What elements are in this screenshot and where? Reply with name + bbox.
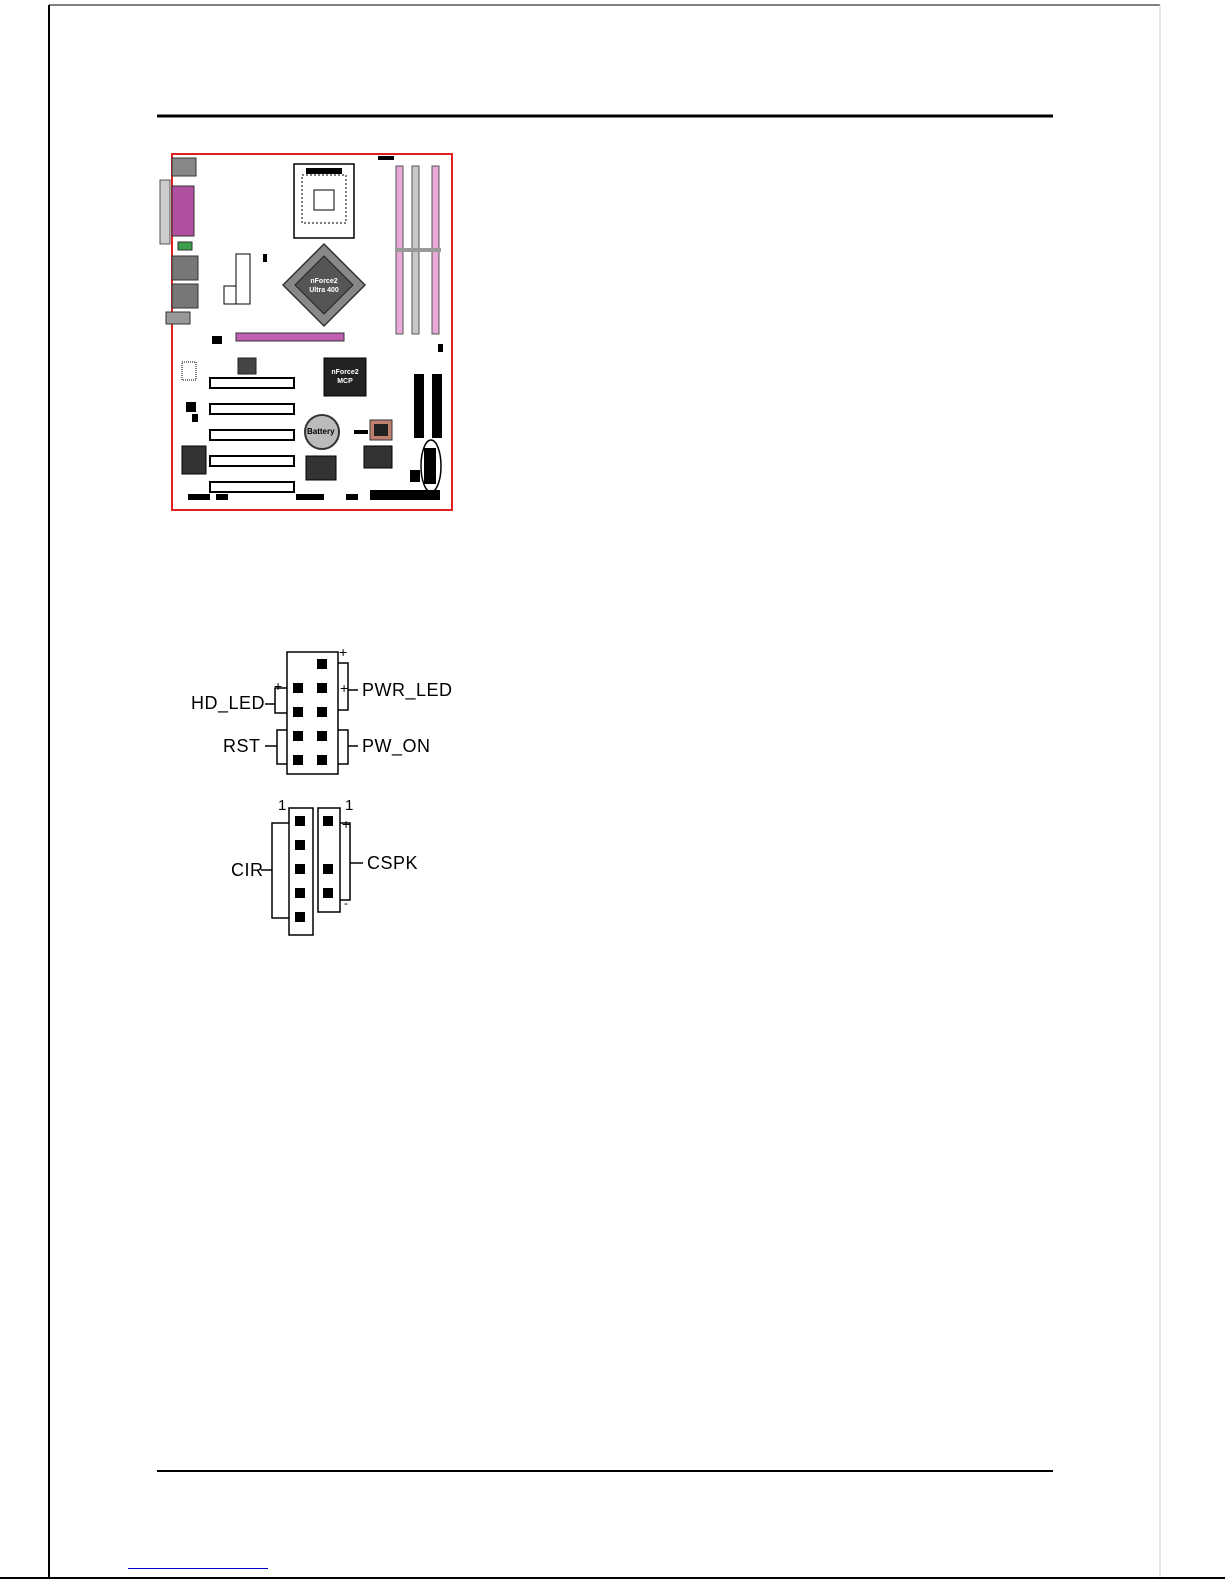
pin [293, 707, 303, 717]
cir-bracket [272, 823, 289, 918]
lpt-bracket [160, 180, 170, 244]
audio-codec [238, 358, 256, 374]
motherboard-diagram [160, 154, 452, 510]
hd-led-label: HD_LED [191, 693, 265, 714]
pin [317, 755, 327, 765]
floppy-connector [370, 490, 440, 500]
bottom-header-3 [296, 494, 324, 500]
southbridge-label: nForce2 MCP [324, 368, 366, 386]
northbridge-label-line-2: Ultra 400 [300, 286, 348, 295]
pin [295, 840, 305, 850]
pin [295, 912, 305, 922]
panel-plus-pwr-led: + [340, 680, 349, 696]
ieee1394-chip [306, 456, 336, 480]
pin [295, 864, 305, 874]
bottom-header-2 [216, 494, 228, 500]
super-io-chip [364, 446, 392, 468]
footer-link-underline[interactable] [128, 1568, 268, 1569]
pci-slot-1 [210, 378, 294, 388]
pw-on-bracket [338, 730, 348, 764]
pin [317, 683, 327, 693]
battery-label: Battery [307, 427, 335, 436]
rst-bracket [277, 730, 287, 764]
northbridge-label-line-1: nForce2 [300, 277, 348, 286]
panel-plus-hd-led: + [274, 678, 283, 694]
cir-label: CIR [231, 860, 264, 881]
bottom-header-4 [346, 494, 358, 500]
bios-chip [374, 424, 388, 436]
audio-jacks [166, 312, 190, 324]
jumper-3 [192, 414, 198, 422]
atx-power-connector [236, 254, 250, 304]
pw-on-label: PW_ON [362, 736, 431, 757]
ide-connector-1 [414, 374, 424, 438]
northbridge-label: nForce2 Ultra 400 [300, 277, 348, 295]
southbridge-label-line-1: nForce2 [324, 368, 366, 377]
chip-small [410, 470, 420, 482]
pci-slot-4 [210, 456, 294, 466]
cspk-plus: + [342, 816, 351, 832]
panel-connector-diagram [265, 652, 358, 774]
jumper-4 [438, 344, 443, 352]
usb-header [182, 362, 196, 380]
pin [317, 731, 327, 741]
cspk-bracket [340, 823, 350, 900]
bottom-header-1 [188, 494, 210, 500]
ide-connector-2 [432, 374, 442, 438]
pci-slot-5 [210, 482, 294, 492]
atx-12v-connector [224, 286, 236, 304]
pin [317, 707, 327, 717]
pwr-led-label: PWR_LED [362, 680, 453, 701]
pin [295, 888, 305, 898]
fan-header-top [378, 156, 394, 160]
pin [317, 659, 327, 669]
cpu-lever [306, 168, 342, 174]
pin [293, 731, 303, 741]
rst-label: RST [223, 736, 261, 757]
front-panel-header-mini [424, 448, 436, 484]
cspk-pin-one: 1 [345, 797, 354, 814]
panel-plus-top: + [339, 644, 348, 660]
pin [323, 816, 333, 826]
cspk-minus: - [344, 896, 349, 910]
usb-port-2 [172, 284, 198, 308]
pci-slot-2 [210, 404, 294, 414]
jumper-1 [263, 254, 267, 262]
pin [323, 864, 333, 874]
agp-slot [236, 333, 344, 341]
game-port [178, 242, 192, 250]
jumper-2 [186, 402, 196, 412]
cir-pin-one: 1 [278, 797, 287, 814]
fan-header-2 [212, 336, 222, 344]
pin [295, 816, 305, 826]
dimm-key-notch [395, 248, 441, 252]
pin [293, 755, 303, 765]
pin [323, 888, 333, 898]
pin [293, 683, 303, 693]
southbridge-label-line-2: MCP [324, 377, 366, 386]
cpu-socket-core [314, 190, 334, 210]
usb-lan-port [172, 256, 198, 280]
ps2-port [172, 158, 196, 176]
cspk-label: CSPK [367, 853, 418, 874]
lan-chip [182, 446, 206, 474]
clear-cmos-jumper [354, 430, 368, 434]
pci-slot-3 [210, 430, 294, 440]
parallel-port [172, 186, 194, 236]
